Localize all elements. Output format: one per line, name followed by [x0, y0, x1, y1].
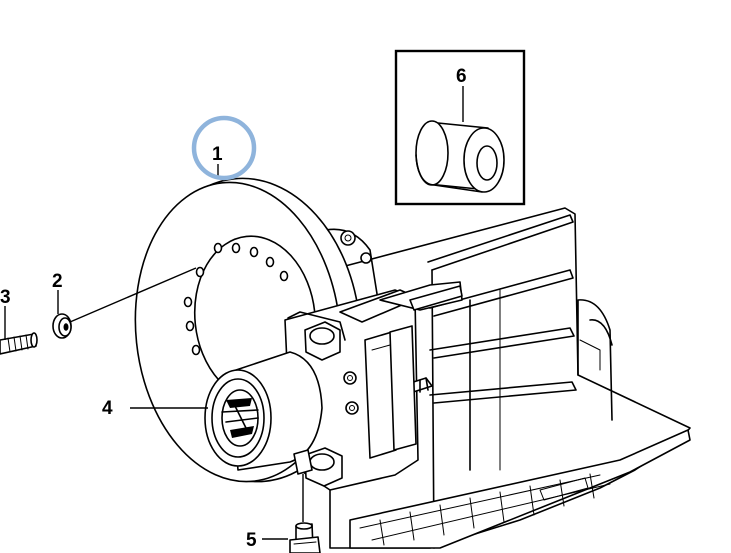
bushing-inset — [394, 49, 526, 206]
washer-part — [52, 313, 72, 339]
callout-3: 3 — [0, 287, 11, 308]
disc-bolt-holes — [183, 242, 289, 356]
bleed-screw-part — [289, 522, 321, 553]
caliper-lower-bolt — [304, 447, 343, 487]
callout-6: 6 — [456, 66, 467, 87]
callout-5: 5 — [246, 530, 257, 551]
caliper-upper-bolt — [287, 311, 346, 361]
caliper-piston-housing — [204, 351, 323, 471]
bushing-part — [415, 120, 505, 193]
callout-1: 1 — [212, 144, 223, 165]
brake-caliper — [204, 281, 463, 491]
callout-1-highlight-ring — [191, 115, 257, 181]
washer-assembly-line — [69, 267, 197, 323]
bolt-part — [0, 332, 38, 355]
callout-4: 4 — [102, 398, 113, 419]
callout-2: 2 — [52, 271, 63, 292]
